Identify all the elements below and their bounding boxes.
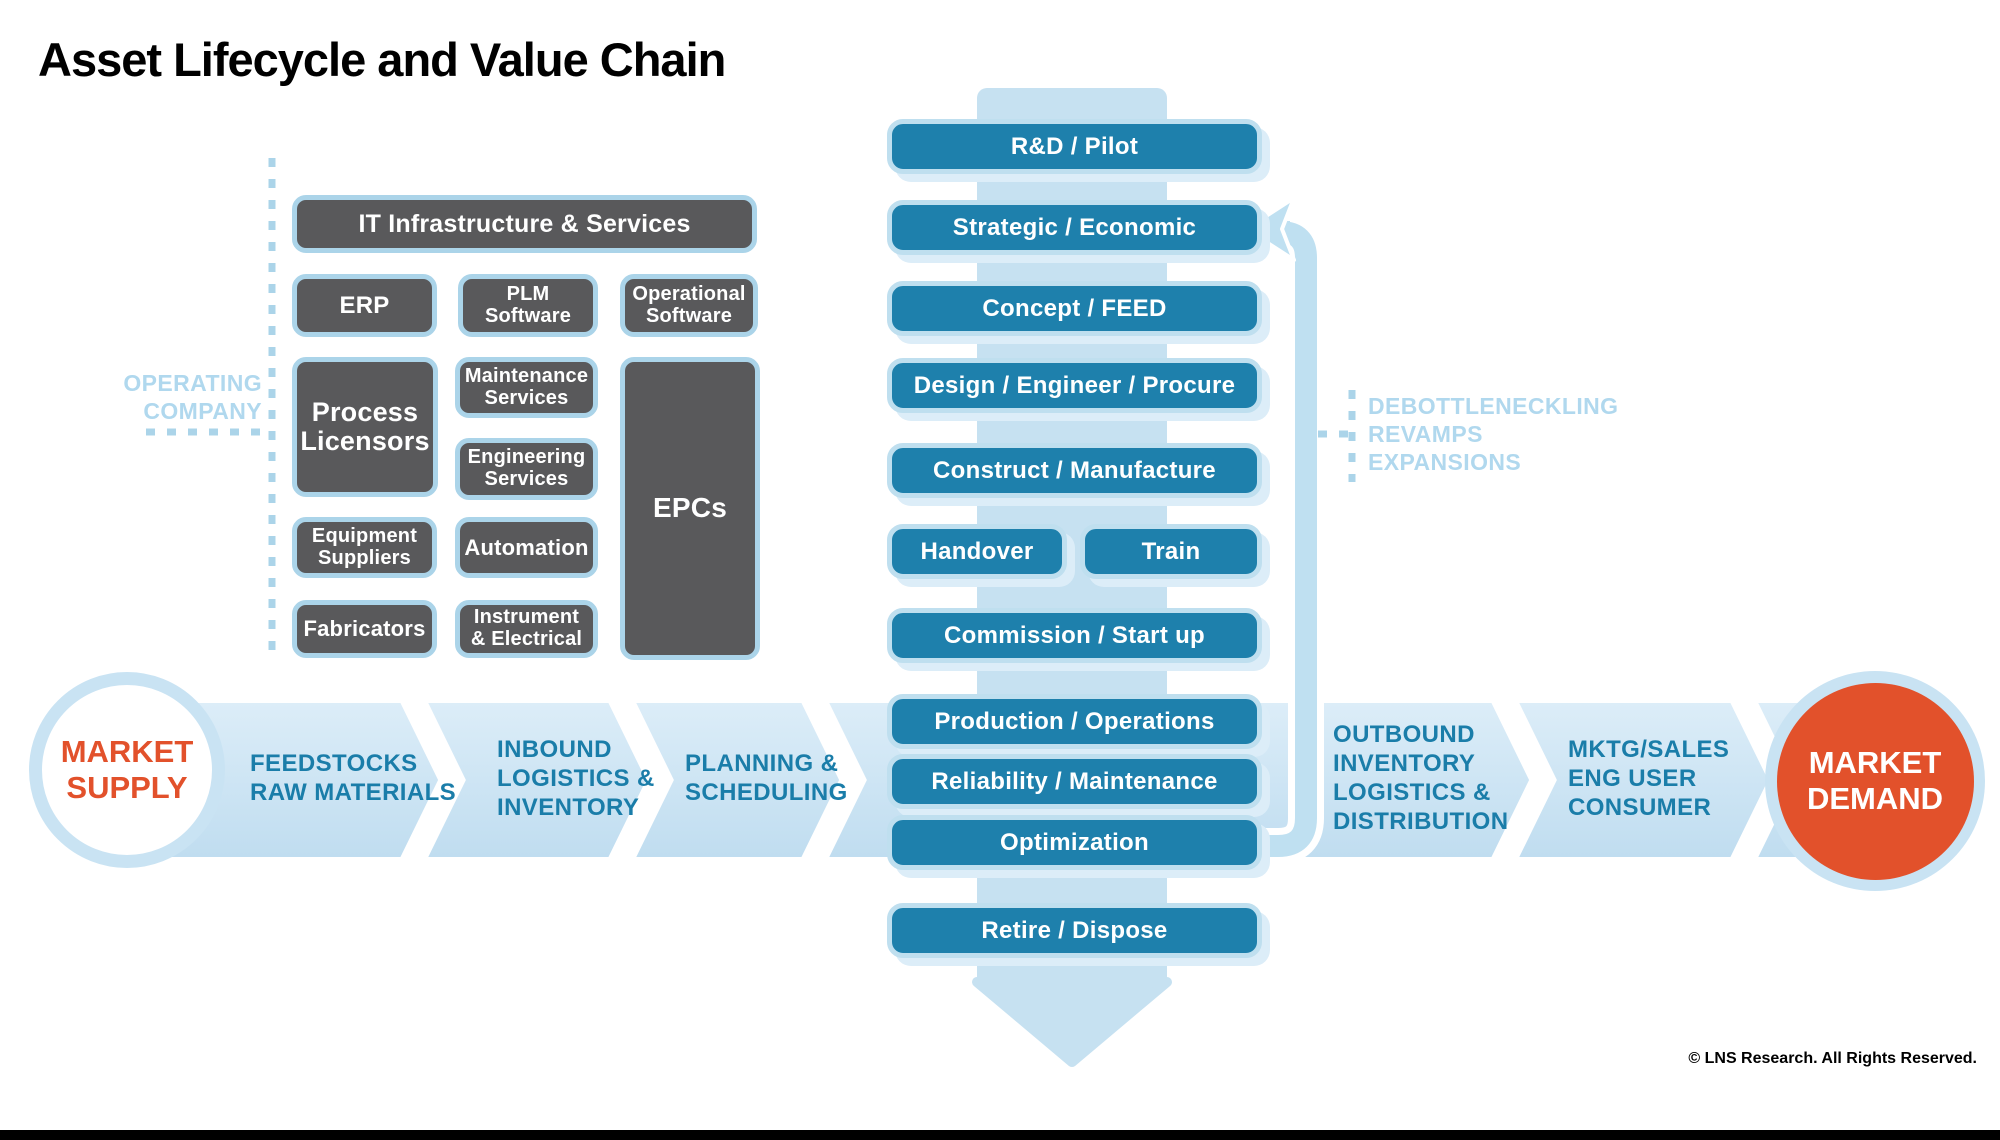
operating-company-label: OPERATING COMPANY	[123, 370, 262, 424]
supplier-maintenance-services: Maintenance Services	[455, 357, 598, 418]
feedback-arrowhead-icon	[1244, 196, 1296, 262]
supplier-erp: ERP	[292, 274, 437, 337]
supplier-equipment-suppliers: Equipment Suppliers	[292, 517, 437, 578]
stage-commission-startup: Commission / Start up	[887, 608, 1262, 663]
supplier-plm-software: PLM Software	[458, 274, 598, 337]
debottlenecking-revamps-expansions-label: DEBOTTLENECKLING REVAMPS EXPANSIONS	[1368, 393, 1619, 475]
chain-segment-outbound-distribution: OUTBOUND INVENTORY LOGISTICS & DISTRIBUT…	[1333, 721, 1509, 835]
supplier-fabricators: Fabricators	[292, 600, 437, 658]
chain-segment-mktg-sales: MKTG/SALES ENG USER CONSUMER	[1568, 736, 1730, 821]
chain-segment-inbound-logistics: INBOUND LOGISTICS & INVENTORY	[497, 736, 655, 821]
stage-strategic-economic: Strategic / Economic	[887, 200, 1262, 255]
supplier-it-infrastructure: IT Infrastructure & Services	[292, 195, 757, 253]
supplier-instrument-electrical: Instrument & Electrical	[455, 600, 598, 658]
chevron-separator-icons	[396, 684, 1796, 876]
supplier-operational-software: Operational Software	[620, 274, 758, 337]
stage-design-engineer-procure: Design / Engineer / Procure	[887, 358, 1262, 413]
supplier-process-licensors: Process Licensors	[292, 357, 438, 497]
stage-handover: Handover	[887, 524, 1067, 579]
stage-train: Train	[1080, 524, 1262, 579]
supplier-automation: Automation	[455, 517, 598, 578]
stage-rd-pilot: R&D / Pilot	[887, 119, 1262, 174]
supplier-engineering-services: Engineering Services	[455, 438, 598, 500]
feedback-loop-arrow	[1253, 221, 1317, 857]
copyright-text: © LNS Research. All Rights Reserved.	[1688, 1050, 1977, 1067]
lifecycle-down-arrowhead-icon	[972, 977, 1172, 1067]
stage-concept-feed: Concept / FEED	[887, 281, 1262, 336]
supplier-epcs: EPCs	[620, 357, 760, 660]
stage-reliability-maintenance: Reliability / Maintenance	[887, 754, 1262, 809]
stage-optimization: Optimization	[887, 815, 1262, 870]
market-demand-label: MARKET DEMAND	[1776, 682, 1974, 880]
stage-construct-manufacture: Construct / Manufacture	[887, 443, 1262, 498]
market-demand-circle: MARKET DEMAND	[1765, 671, 1985, 891]
footer-bar	[0, 1130, 2000, 1140]
page-title: Asset Lifecycle and Value Chain	[38, 33, 726, 86]
market-supply-circle: MARKET SUPPLY	[29, 672, 225, 868]
chain-segment-planning-scheduling: PLANNING & SCHEDULING	[685, 750, 848, 806]
chain-segment-feedstocks: FEEDSTOCKS RAW MATERIALS	[250, 750, 457, 806]
stage-retire-dispose: Retire / Dispose	[887, 903, 1262, 958]
stage-production-operations: Production / Operations	[887, 694, 1262, 749]
